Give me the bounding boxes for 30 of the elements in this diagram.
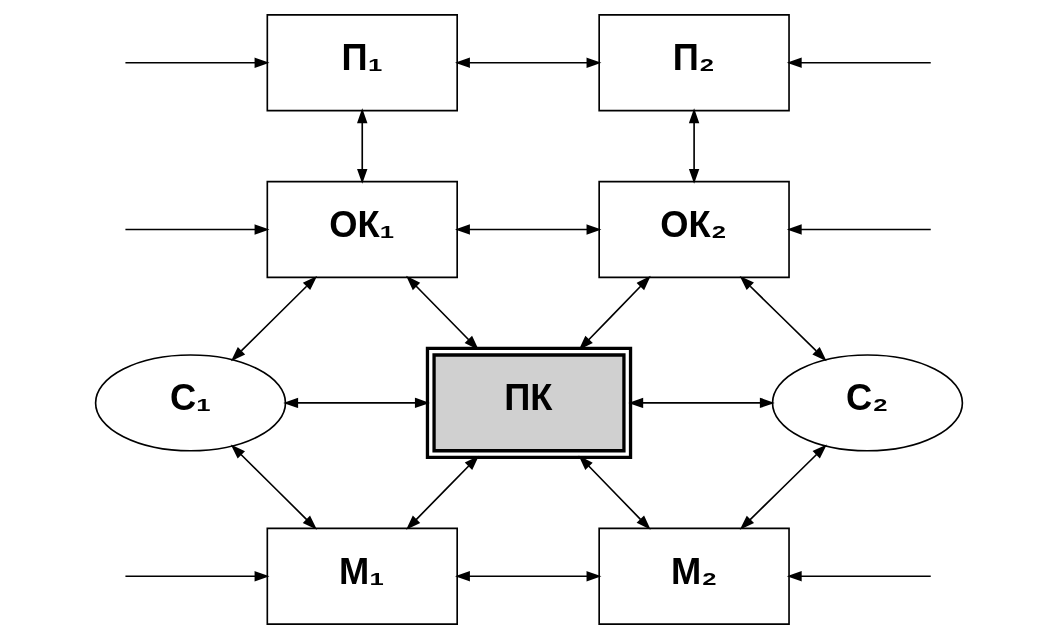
node-box: М₂ <box>598 527 790 625</box>
arrow <box>739 444 827 530</box>
arrow <box>786 571 932 582</box>
arrow <box>124 57 270 68</box>
arrow <box>230 275 318 362</box>
arrow <box>406 455 479 530</box>
arrow <box>455 57 602 68</box>
node-box: М₁ <box>266 527 458 625</box>
arrow <box>283 397 430 409</box>
node-box: ПК <box>425 346 633 459</box>
node-box: ОК₂ <box>598 180 790 279</box>
node-box: П₁ <box>266 14 458 112</box>
arrow <box>786 57 932 68</box>
arrow <box>357 108 368 184</box>
arrow <box>739 275 827 362</box>
arrow <box>578 275 651 350</box>
arrow <box>230 444 317 530</box>
arrow <box>124 571 270 582</box>
arrow <box>124 224 270 235</box>
arrow <box>688 108 700 184</box>
arrow <box>578 455 651 530</box>
arrow <box>455 571 602 582</box>
node-ellipse: С₁ <box>94 354 287 452</box>
arrow <box>628 397 775 409</box>
node-box: ОК₁ <box>266 180 458 279</box>
arrow <box>786 224 932 235</box>
arrow <box>406 275 479 350</box>
node-ellipse: С₂ <box>771 354 964 452</box>
node-box: П₂ <box>598 14 790 112</box>
arrow <box>455 224 602 235</box>
